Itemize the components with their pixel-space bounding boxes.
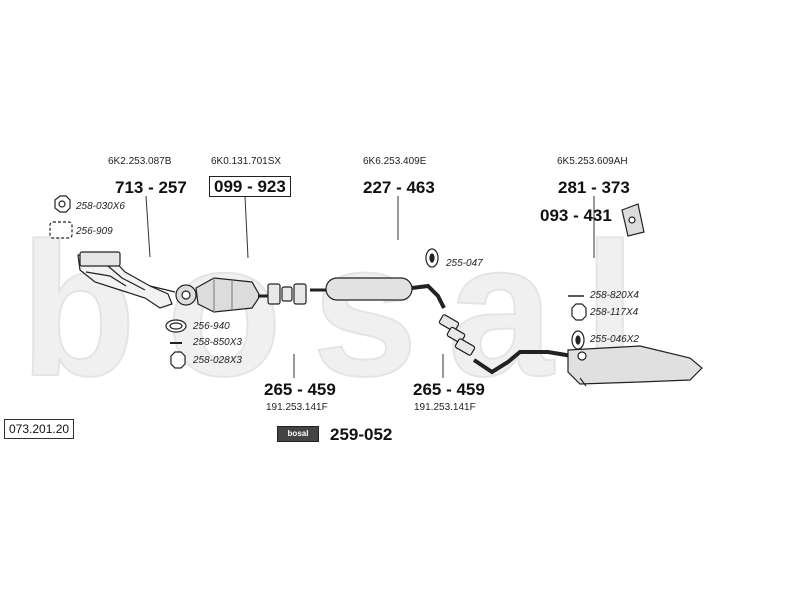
small-nut-bottom[interactable]: 258-028X3	[193, 355, 242, 366]
oem-mid-silencer: 6K6.253.409E	[363, 156, 427, 167]
clamp-right-part	[438, 314, 476, 356]
small-nut-top[interactable]: 258-030X6	[76, 201, 125, 212]
small-bolt[interactable]: 258-850X3	[193, 337, 242, 348]
part-rear-silencer[interactable]: 281 - 373	[558, 178, 630, 197]
oem-downpipe: 6K2.253.087B	[108, 156, 172, 167]
small-parts-right	[568, 295, 587, 350]
small-parts-left	[49, 195, 187, 369]
mid-hanger-part	[425, 248, 439, 268]
rear-silencer-part	[472, 345, 703, 387]
part-downpipe[interactable]: 713 - 257	[115, 178, 187, 197]
part-catalyst[interactable]: 099 - 923	[209, 176, 291, 197]
oem-rear-silencer: 6K5.253.609AH	[557, 156, 628, 167]
downpipe-part	[77, 251, 197, 309]
small-hanger-rear[interactable]: 255-046X2	[590, 334, 639, 345]
rear-mount-part	[621, 203, 645, 237]
small-hanger-mid[interactable]: 255-047	[446, 258, 483, 269]
part-mid-silencer[interactable]: 227 - 463	[363, 178, 435, 197]
oem-clamp-left: 191.253.141F	[266, 402, 328, 413]
part-kit[interactable]: 259-052	[330, 425, 393, 444]
small-nut-rear[interactable]: 258-117X4	[590, 307, 639, 318]
oem-clamp-right: 191.253.141F	[414, 402, 476, 413]
mid-silencer-part	[310, 277, 446, 309]
leader-lines	[145, 195, 595, 378]
clamp-part	[267, 283, 307, 305]
small-gasket-ring[interactable]: 256-940	[193, 321, 230, 332]
small-bolt-rear[interactable]: 258-820X4	[590, 290, 639, 301]
part-clamp-right[interactable]: 265 - 459	[413, 380, 485, 399]
small-gasket-top[interactable]: 256-909	[76, 226, 113, 237]
reference-number: 073.201.20	[4, 419, 75, 439]
part-mount[interactable]: 093 - 431	[540, 206, 612, 225]
catalyst-part	[195, 277, 270, 313]
bosal-badge-icon: bosal	[277, 426, 319, 442]
watermark-text: bosal	[20, 204, 666, 416]
part-clamp-left[interactable]: 265 - 459	[264, 380, 336, 399]
oem-catalyst: 6K0.131.701SX	[211, 156, 282, 167]
